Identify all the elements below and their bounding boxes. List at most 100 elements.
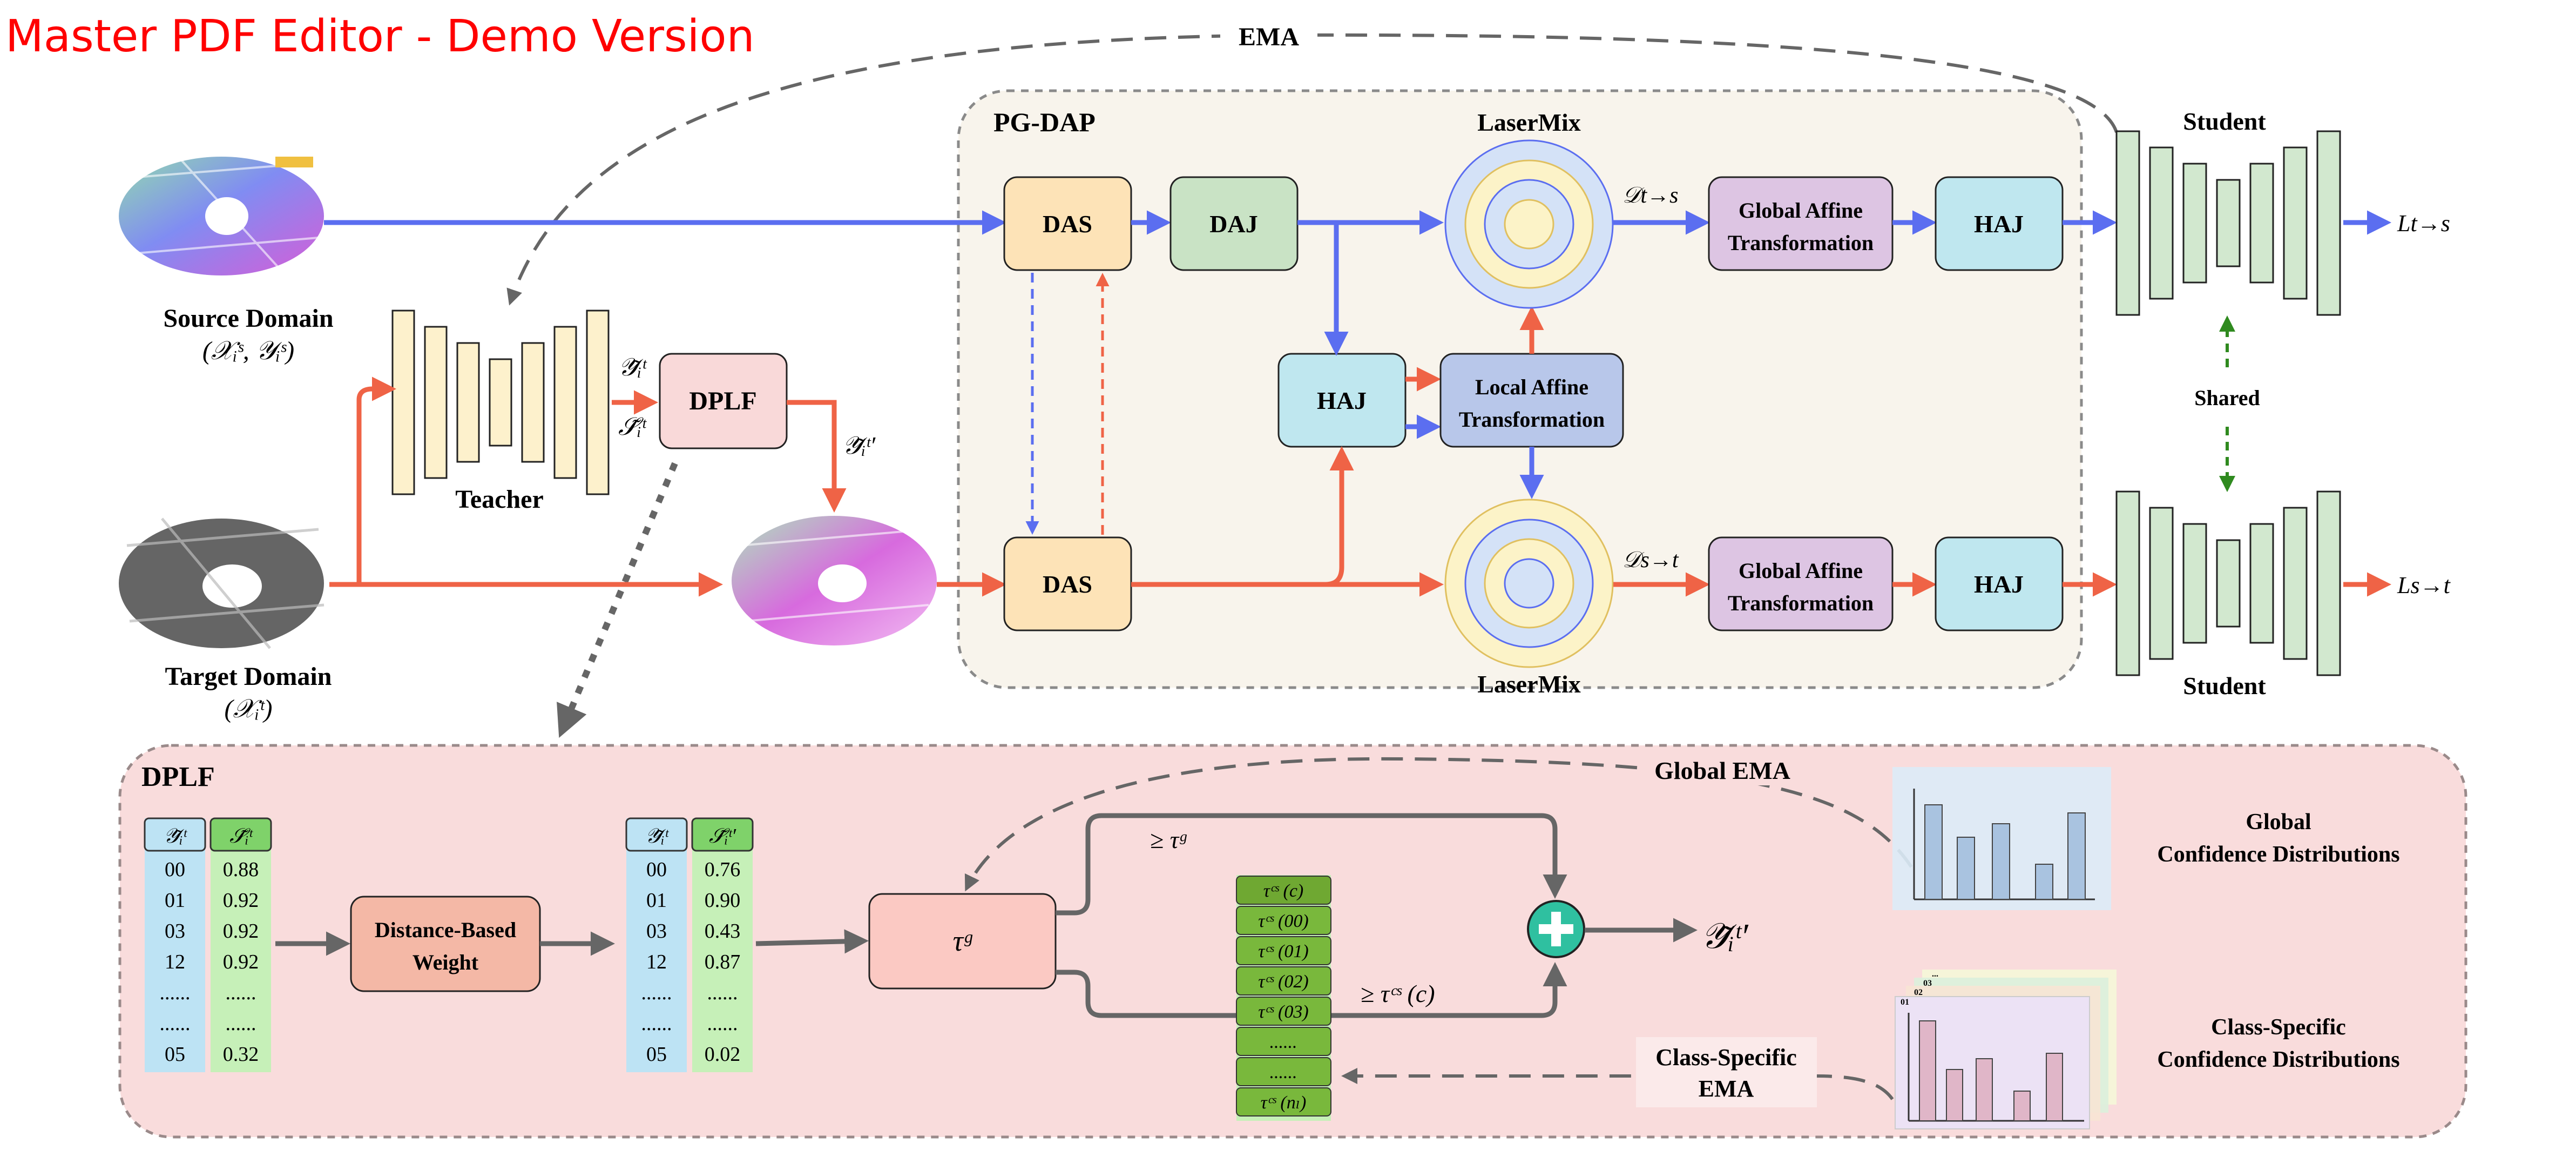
pseudo-label-y-prime: 𝒴̃ᵢᵗ′ [842, 432, 876, 459]
local-affine-label-2: Transformation [1459, 407, 1605, 432]
ema-label-bg [1220, 19, 1317, 53]
lasermix-top-rings [1444, 139, 1614, 309]
tau-cs-cell-3 [1236, 966, 1331, 995]
class-chart-tick-3: 03 [1923, 979, 1932, 988]
table-1-header-y: 𝒴̃ᵢᵗ [164, 825, 188, 847]
ge-tau-cs-label: ≥ τᶜˢ (c) [1361, 980, 1435, 1007]
watermark-text: Master PDF Editor - Demo Version [5, 11, 755, 62]
global-conf-label-2: Confidence Distributions [2157, 842, 2399, 867]
plus-icon [1527, 900, 1585, 958]
dplf-to-pseudo-arrow [787, 400, 847, 513]
global-affine-top-label-1: Global Affine [1739, 198, 1863, 223]
haj-mid-label: HAJ [1317, 387, 1367, 414]
table-1-cell-s-4: ...... [226, 981, 256, 1004]
class-chart-tick-2: 02 [1914, 988, 1923, 997]
class-chart-tick-4: ... [1932, 970, 1938, 979]
tau-cs-cell-2 [1236, 936, 1331, 965]
table-2-cell-s-6: 0.02 [705, 1043, 741, 1066]
global-ema-label-bg [1641, 752, 1803, 785]
tau-g-box [868, 893, 1057, 990]
global-confidence-chart [1892, 767, 2111, 910]
class-conf-label-1: Class-Specific [2211, 1015, 2346, 1040]
dplf-box-label: DPLF [689, 387, 756, 415]
source-domain-label: Source Domain [163, 304, 333, 333]
target-domain-set: (𝒳ᵢᵗ) [225, 695, 273, 723]
table-2-cell-y-3: 12 [646, 951, 667, 973]
table-1-cell-s-2: 0.92 [223, 920, 259, 943]
global-affine-top-label-2: Transformation [1728, 231, 1874, 255]
student-top-label: Student [2183, 107, 2266, 135]
table-2-cell-y-0: 00 [646, 858, 667, 881]
table-2-cell-s-2: 0.43 [705, 920, 741, 943]
table-1-cell-y-2: 03 [165, 920, 185, 943]
tau-cs-label-7: τᶜˢ (nₗ) [1261, 1093, 1307, 1113]
tau-cs-label-1: τᶜˢ (00) [1258, 911, 1308, 931]
student-bottom-label: Student [2183, 672, 2266, 699]
table-1-cell-s-0: 0.88 [223, 858, 259, 881]
table-1-header-s: 𝒮̃ᵢᵗ [229, 825, 253, 847]
tau-cs-label-4: τᶜˢ (03) [1258, 1002, 1308, 1022]
table-2-cell-y-2: 03 [646, 920, 667, 943]
pgdap-title: PG-DAP [993, 107, 1096, 137]
das-bottom-to-haj-arrow [1325, 446, 1354, 587]
table-2-header-y: 𝒴̃ᵢᵗ [645, 825, 670, 847]
target-to-teacher-arrow [329, 376, 396, 587]
table-2-cell-s-1: 0.90 [705, 889, 741, 912]
source-point-cloud-image [119, 156, 324, 275]
table-1-cell-y-0: 00 [165, 858, 185, 881]
tau-g-label: τᵍ [953, 925, 973, 957]
table-2-cell-s-5: ...... [707, 1012, 738, 1035]
local-affine-box [1439, 353, 1624, 448]
tau-cs-cell-6 [1236, 1057, 1331, 1086]
distance-weight-box [350, 896, 541, 992]
tau-cs-label-3: τᶜˢ (02) [1258, 972, 1308, 992]
tau-cs-list: τᶜˢ (c)τᶜˢ (00)τᶜˢ (01)τᶜˢ (02)τᶜˢ (03).… [1236, 875, 1331, 1121]
tau-cs-cell-4 [1236, 997, 1331, 1026]
table-2-cell-y-1: 01 [646, 889, 667, 912]
table-1-cell-y-5: ...... [160, 1012, 191, 1035]
global-ema-dashed-arrow [964, 757, 1913, 892]
class-chart-tick-1: 01 [1901, 998, 1909, 1007]
tau-cs-cell-5 [1236, 1027, 1331, 1056]
global-affine-bottom-label-2: Transformation [1728, 591, 1874, 615]
class-specific-ema-label-bg [1636, 1037, 1817, 1107]
dplf-section-title: DPLF [141, 762, 215, 792]
tau-g-upper-path [1056, 813, 1567, 916]
source-domain-set: (𝒳ᵢˢ, 𝒴ᵢˢ) [202, 337, 294, 365]
table-1-cell-y-3: 12 [165, 951, 185, 973]
daj-label: DAJ [1209, 210, 1257, 238]
teacher-label: Teacher [455, 485, 544, 514]
das-top-label: DAS [1043, 210, 1092, 238]
distance-weight-label-1: Distance-Based [375, 918, 516, 942]
global-ema-label: Global EMA [1654, 757, 1790, 784]
dplf-output-label: 𝒴̃ᵢᵗ′ [1701, 917, 1749, 956]
teacher-network [391, 310, 610, 495]
pseudo-labeled-point-cloud-image [732, 516, 937, 645]
table-2-cell-y-5: ...... [641, 1012, 672, 1035]
table-1-cell-y-4: ...... [160, 981, 191, 1004]
teacher-output-s: 𝒮̃ᵢᵗ [618, 413, 647, 440]
tau-cs-cell-1 [1236, 906, 1331, 935]
tau-g-lower-path [1056, 962, 1567, 1018]
target-domain-label: Target Domain [165, 662, 332, 691]
table-2-header-s: 𝒮̃ᵢᵗ′ [709, 825, 736, 847]
student-top-network [2115, 130, 2341, 316]
class-conf-label-2: Confidence Distributions [2157, 1047, 2399, 1072]
tau-cs-label-0: τᶜˢ (c) [1263, 881, 1304, 901]
class-specific-ema-label-2: EMA [1699, 1075, 1754, 1102]
table-2-cell-y-6: 05 [646, 1043, 667, 1066]
table-2-cell-s-3: 0.87 [705, 951, 741, 973]
tau-cs-label-5: ...... [1270, 1032, 1297, 1052]
class-specific-ema-dashed-arrow [1341, 1068, 1894, 1100]
student-bottom-network [2115, 490, 2341, 676]
table-2-cell-s-0: 0.76 [705, 858, 741, 881]
loss-s-to-t: Ls→t [2397, 572, 2451, 598]
lasermix-bottom-rings [1444, 499, 1614, 668]
local-affine-label-1: Local Affine [1475, 375, 1588, 399]
table-1-cell-s-1: 0.92 [223, 889, 259, 912]
tau-cs-label-6: ...... [1270, 1062, 1297, 1082]
table-1-cell-s-6: 0.32 [223, 1043, 259, 1066]
table-2: 𝒴̃ᵢᵗ 𝒮̃ᵢᵗ′ 00 0.76 01 0.90 03 0.43 12 0.87.....… [625, 817, 754, 1072]
shared-label: Shared [2194, 386, 2260, 410]
